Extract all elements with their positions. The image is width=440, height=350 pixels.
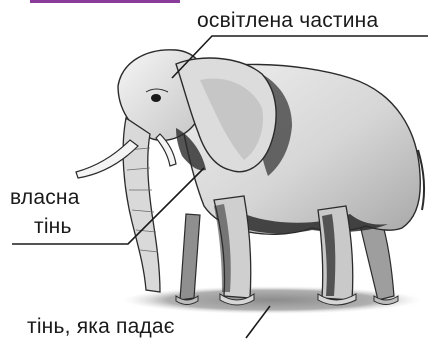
elephant-eye	[151, 94, 161, 102]
far-front-leg	[180, 214, 200, 300]
label-own-shadow-line1: власна	[10, 187, 80, 209]
label-lit-part: освітлена частина	[197, 10, 378, 32]
label-own-shadow-line2: тінь	[34, 216, 72, 238]
label-cast-shadow: тінь, яка падає	[27, 316, 175, 338]
